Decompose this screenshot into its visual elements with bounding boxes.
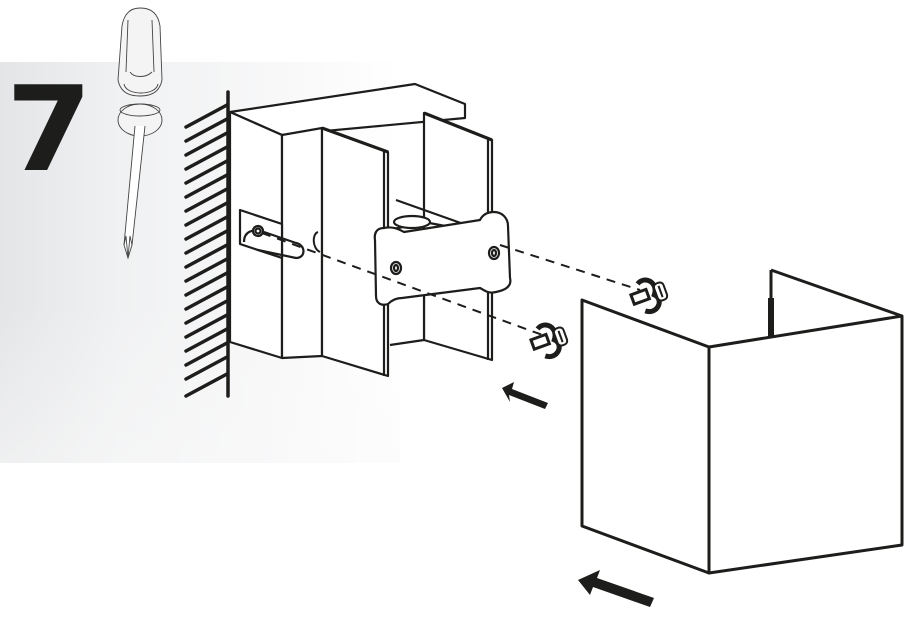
screw-icon bbox=[528, 277, 669, 360]
screwdriver-icon bbox=[117, 7, 163, 260]
cover-box bbox=[580, 268, 904, 575]
guide-lines bbox=[261, 232, 641, 338]
step-number: 7 bbox=[5, 60, 92, 198]
arrow-icon bbox=[502, 382, 654, 607]
wall-icon bbox=[184, 90, 231, 398]
bracket bbox=[373, 198, 512, 306]
